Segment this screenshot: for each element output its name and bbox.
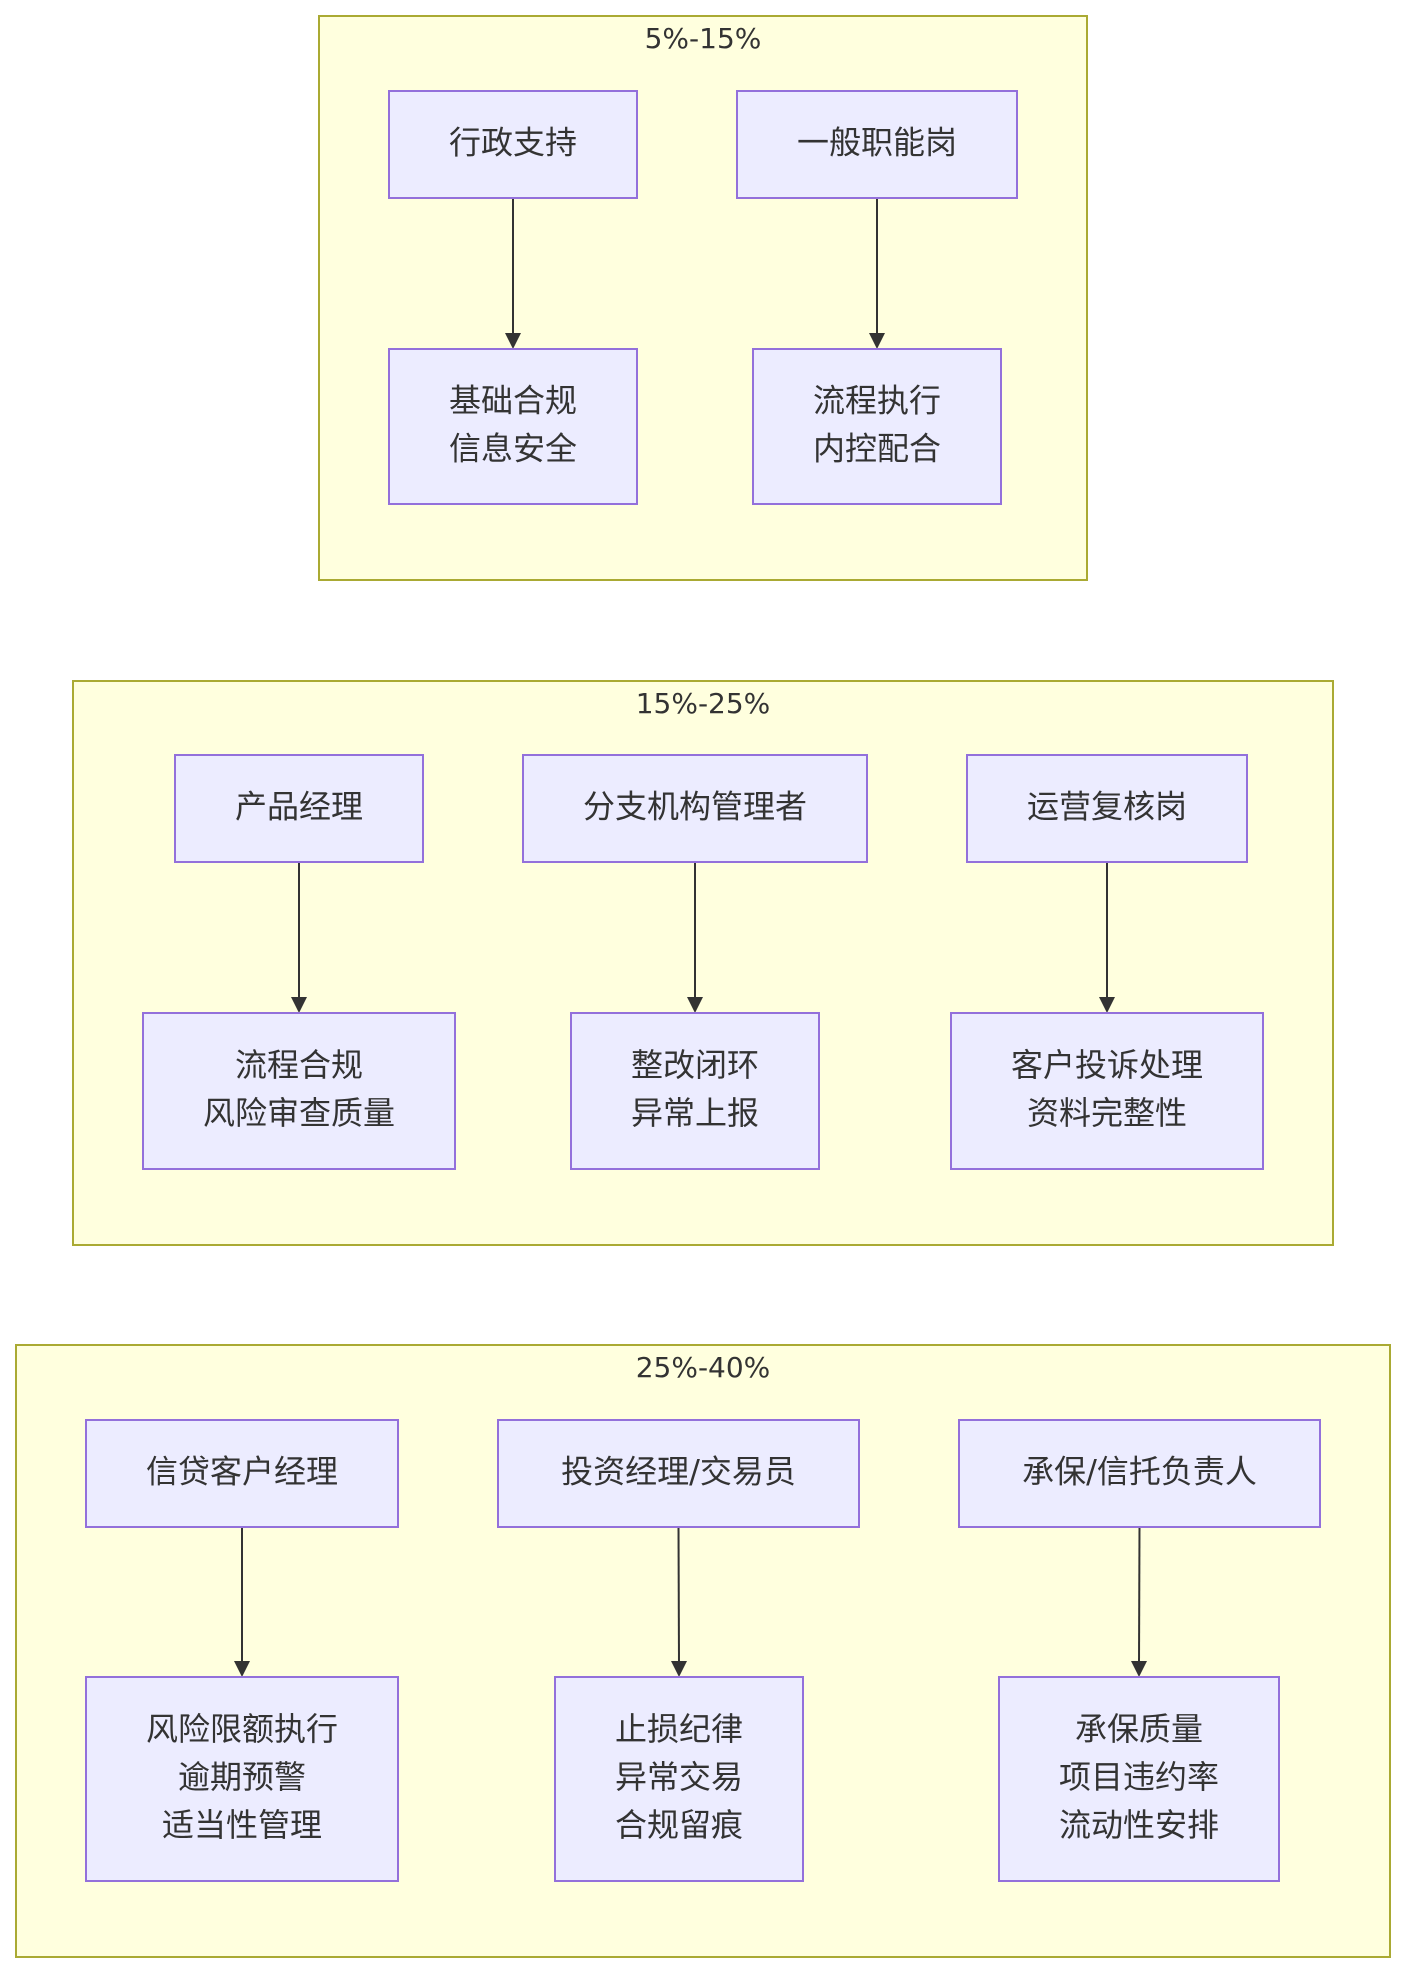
group-title: 15%-25% bbox=[636, 687, 771, 720]
node-box bbox=[554, 1676, 804, 1882]
node-label: 客户投诉处理 bbox=[1011, 1046, 1203, 1084]
node-box bbox=[388, 348, 638, 505]
edge-arrow bbox=[687, 862, 703, 1013]
node-label: 行政支持 bbox=[449, 124, 577, 162]
node-label: 风险审查质量 bbox=[203, 1094, 395, 1132]
node-label: 整改闭环 bbox=[631, 1046, 759, 1084]
node-g1a: 行政支持 bbox=[388, 90, 638, 199]
node-label: 流程合规 bbox=[235, 1046, 363, 1084]
node-label: 资料完整性 bbox=[1027, 1094, 1187, 1132]
node-box bbox=[174, 754, 424, 863]
node-box bbox=[570, 1012, 820, 1170]
arrowhead-icon bbox=[505, 333, 521, 349]
edge-line bbox=[1138, 1526, 1141, 1664]
node-box bbox=[522, 754, 868, 863]
node-label: 产品经理 bbox=[235, 788, 363, 826]
node-box bbox=[958, 1419, 1321, 1528]
node-g2b: 分支机构管理者 bbox=[522, 754, 868, 863]
node-label: 适当性管理 bbox=[162, 1806, 322, 1844]
arrowhead-icon bbox=[671, 1661, 687, 1677]
arrowhead-icon bbox=[234, 1661, 250, 1677]
edge-arrow bbox=[505, 198, 521, 349]
arrowhead-icon bbox=[1131, 1661, 1147, 1677]
node-label: 流程执行 bbox=[813, 382, 941, 420]
node-label: 承保质量 bbox=[1075, 1710, 1203, 1748]
node-g3c: 承保/信托负责人 bbox=[958, 1419, 1321, 1528]
arrowhead-icon bbox=[1099, 997, 1115, 1013]
node-label: 运营复核岗 bbox=[1027, 788, 1187, 826]
group-title: 25%-40% bbox=[636, 1351, 771, 1384]
arrowhead-icon bbox=[291, 997, 307, 1013]
node-label: 内控配合 bbox=[813, 430, 941, 468]
group-3: 25%-40% 信贷客户经理 投资经理/交易员 承保/信托负责人风险限额执行逾期预警适… bbox=[15, 1344, 1391, 1958]
node-label: 合规留痕 bbox=[615, 1806, 743, 1844]
edge-arrow bbox=[291, 862, 307, 1013]
node-label: 信贷客户经理 bbox=[146, 1453, 338, 1491]
node-box bbox=[142, 1012, 456, 1170]
node-box bbox=[497, 1419, 860, 1528]
edge-arrow bbox=[671, 1526, 687, 1677]
node-box bbox=[752, 348, 1002, 505]
node-label: 一般职能岗 bbox=[797, 124, 957, 162]
group-1: 5%-15%行政支持一般职能岗基础合规信息安全流程执行内控配合 bbox=[318, 15, 1088, 581]
node-label: 止损纪律 bbox=[615, 1710, 743, 1748]
node-label: 基础合规 bbox=[449, 382, 577, 420]
node-g3b: 投资经理/交易员 bbox=[497, 1419, 860, 1528]
node-box bbox=[85, 1419, 399, 1528]
node-g2c: 运营复核岗 bbox=[966, 754, 1248, 863]
node-box bbox=[388, 90, 638, 199]
node-label: 承保/信托负责人 bbox=[1022, 1453, 1257, 1491]
group-title: 5%-15% bbox=[645, 22, 762, 55]
node-label: 异常上报 bbox=[631, 1094, 759, 1132]
arrowhead-icon bbox=[687, 997, 703, 1013]
node-label: 风险限额执行 bbox=[146, 1710, 338, 1748]
node-label: 异常交易 bbox=[615, 1758, 743, 1796]
node-g3a: 信贷客户经理 bbox=[85, 1419, 399, 1528]
node-box bbox=[85, 1676, 399, 1882]
edge-arrow bbox=[1131, 1526, 1147, 1677]
node-box bbox=[950, 1012, 1264, 1170]
node-g2a: 产品经理 bbox=[174, 754, 424, 863]
edge-arrow bbox=[234, 1527, 250, 1677]
node-label: 逾期预警 bbox=[178, 1758, 306, 1796]
arrowhead-icon bbox=[869, 333, 885, 349]
edge-line bbox=[677, 1526, 680, 1664]
edge-arrow bbox=[869, 198, 885, 349]
node-label: 分支机构管理者 bbox=[583, 788, 807, 826]
node-box bbox=[998, 1676, 1280, 1882]
node-g1b: 一般职能岗 bbox=[736, 90, 1018, 199]
edge-arrow bbox=[1099, 862, 1115, 1013]
group-2: 15%-25%产品经理分支机构管理者运营复核岗流程合规风险审查质量整改闭环异常上… bbox=[72, 680, 1334, 1246]
node-label: 项目违约率 bbox=[1059, 1758, 1219, 1796]
node-label: 流动性安排 bbox=[1059, 1806, 1219, 1844]
node-box bbox=[736, 90, 1018, 199]
node-label: 信息安全 bbox=[449, 430, 577, 468]
node-label: 投资经理/交易员 bbox=[561, 1453, 796, 1491]
node-box bbox=[966, 754, 1248, 863]
